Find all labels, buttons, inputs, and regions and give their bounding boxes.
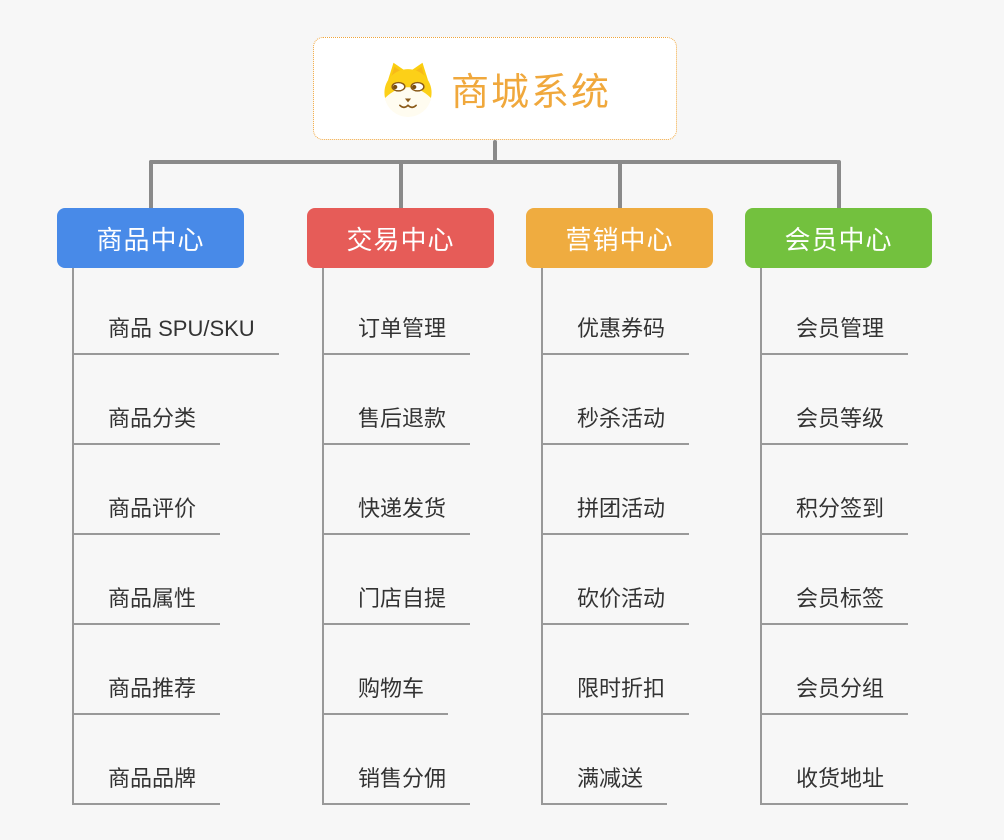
leaf-node[interactable]: 门店自提 <box>324 535 471 625</box>
leaf-label: 快递发货 <box>324 491 471 535</box>
leaf-label: 会员分组 <box>762 671 909 715</box>
leaf-label: 订单管理 <box>324 311 471 355</box>
leaf-node[interactable]: 商品 SPU/SKU <box>74 268 279 355</box>
leaf-node[interactable]: 商品推荐 <box>74 625 279 715</box>
leaf-label: 商品评价 <box>74 491 221 535</box>
leaf-node[interactable]: 商品品牌 <box>74 715 279 805</box>
root-title: 商城系统 <box>450 72 611 114</box>
leaf-label: 满减送 <box>543 761 668 805</box>
leaf-node[interactable]: 优惠券码 <box>543 268 690 355</box>
connector-drop <box>618 160 622 210</box>
leaf-label: 商品品牌 <box>74 761 221 805</box>
leaf-label: 销售分佣 <box>324 761 471 805</box>
leaf-label: 会员等级 <box>762 401 909 445</box>
connector-drop <box>837 160 841 210</box>
leaf-label: 购物车 <box>324 671 449 715</box>
leaf-node[interactable]: 商品评价 <box>74 445 279 535</box>
leaf-node[interactable]: 限时折扣 <box>543 625 690 715</box>
leaf-label: 会员标签 <box>762 581 909 625</box>
branch-label: 交易中心 <box>346 224 455 255</box>
leaf-node[interactable]: 拼团活动 <box>543 445 690 535</box>
branch-node-trade-center[interactable]: 交易中心 <box>307 208 494 268</box>
branch-label: 商品中心 <box>96 224 205 255</box>
leaf-node[interactable]: 商品属性 <box>74 535 279 625</box>
leaf-node[interactable]: 会员标签 <box>762 535 909 625</box>
branch-node-product-center[interactable]: 商品中心 <box>57 208 244 268</box>
leaf-node[interactable]: 砍价活动 <box>543 535 690 625</box>
leaf-label: 积分签到 <box>762 491 909 535</box>
leaf-label: 商品属性 <box>74 581 221 625</box>
shiba-dog-icon <box>384 62 432 117</box>
root-node-mall-system[interactable]: 商城系统 <box>313 37 677 140</box>
branch-node-member-center[interactable]: 会员中心 <box>745 208 932 268</box>
branch-column-trade: 订单管理 售后退款 快递发货 门店自提 购物车 销售分佣 <box>322 268 471 805</box>
branch-node-marketing-center[interactable]: 营销中心 <box>526 208 713 268</box>
leaf-label: 砍价活动 <box>543 581 690 625</box>
branch-label: 会员中心 <box>784 224 893 255</box>
leaf-node[interactable]: 收货地址 <box>762 715 909 805</box>
leaf-label: 商品分类 <box>74 401 221 445</box>
leaf-label: 售后退款 <box>324 401 471 445</box>
connector-rail <box>149 160 839 164</box>
connector-drop <box>149 160 153 210</box>
branch-column-product: 商品 SPU/SKU 商品分类 商品评价 商品属性 商品推荐 商品品牌 <box>72 268 279 805</box>
branch-column-member: 会员管理 会员等级 积分签到 会员标签 会员分组 收货地址 <box>760 268 909 805</box>
leaf-node[interactable]: 订单管理 <box>324 268 471 355</box>
leaf-node[interactable]: 会员分组 <box>762 625 909 715</box>
leaf-node[interactable]: 售后退款 <box>324 355 471 445</box>
branch-label: 营销中心 <box>565 224 674 255</box>
leaf-node[interactable]: 积分签到 <box>762 445 909 535</box>
leaf-label: 会员管理 <box>762 311 909 355</box>
leaf-node[interactable]: 会员管理 <box>762 268 909 355</box>
leaf-label: 秒杀活动 <box>543 401 690 445</box>
leaf-label: 收货地址 <box>762 761 909 805</box>
leaf-label: 门店自提 <box>324 581 471 625</box>
connector-root-stub <box>493 140 497 164</box>
leaf-label: 拼团活动 <box>543 491 690 535</box>
leaf-label: 限时折扣 <box>543 671 690 715</box>
leaf-node[interactable]: 秒杀活动 <box>543 355 690 445</box>
connector-drop <box>399 160 403 210</box>
leaf-node[interactable]: 销售分佣 <box>324 715 471 805</box>
leaf-label: 优惠券码 <box>543 311 690 355</box>
leaf-label: 商品 SPU/SKU <box>74 311 279 355</box>
leaf-node[interactable]: 满减送 <box>543 715 689 805</box>
leaf-node[interactable]: 商品分类 <box>74 355 279 445</box>
leaf-node[interactable]: 购物车 <box>324 625 470 715</box>
leaf-node[interactable]: 会员等级 <box>762 355 909 445</box>
leaf-node[interactable]: 快递发货 <box>324 445 471 535</box>
branch-column-marketing: 优惠券码 秒杀活动 拼团活动 砍价活动 限时折扣 满减送 <box>541 268 690 805</box>
leaf-label: 商品推荐 <box>74 671 221 715</box>
